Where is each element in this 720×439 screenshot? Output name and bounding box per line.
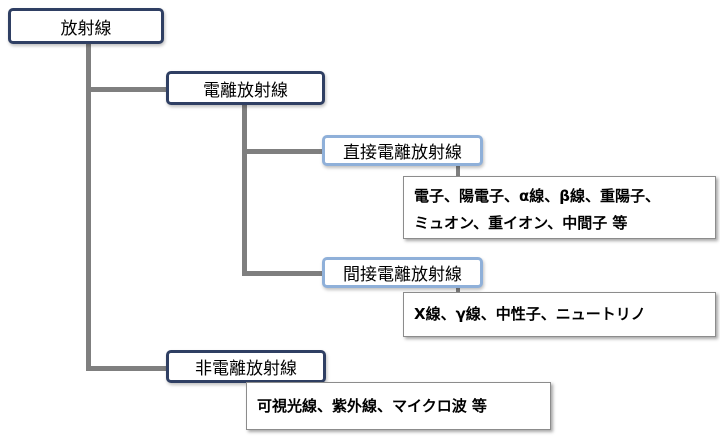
non-ionizing-examples-text: 可視光線、紫外線、マイクロ波 等 [257, 397, 487, 415]
node-non-ionizing-radiation-label: 非電離放射線 [195, 359, 297, 379]
connector-root-to-nonionizing [86, 366, 166, 371]
node-radiation: 放射線 [8, 8, 164, 44]
connector-root-trunk [86, 44, 91, 371]
connector-ionizing-trunk [242, 104, 247, 276]
connector-indirect-to-examples [456, 286, 460, 294]
node-ionizing-radiation: 電離放射線 [166, 71, 325, 105]
connector-ionizing-to-indirect [242, 271, 324, 276]
node-indirect-ionizing-radiation: 間接電離放射線 [322, 257, 483, 288]
node-ionizing-radiation-label: 電離放射線 [203, 80, 288, 101]
node-direct-ionizing-radiation-label: 直接電離放射線 [343, 143, 462, 163]
non-ionizing-examples-box: 可視光線、紫外線、マイクロ波 等 [246, 382, 551, 430]
indirect-ionizing-examples-box: X線、γ線、中性子、ニュートリノ [403, 292, 716, 337]
direct-ionizing-examples-box: 電子、陽電子、α線、β線、重陽子、 ミュオン、重イオン、中間子 等 [403, 176, 716, 239]
node-non-ionizing-radiation: 非電離放射線 [166, 350, 326, 383]
direct-ionizing-examples-line-2: ミュオン、重イオン、中間子 等 [414, 214, 628, 232]
node-radiation-label: 放射線 [60, 18, 112, 39]
node-indirect-ionizing-radiation-label: 間接電離放射線 [343, 265, 462, 285]
node-direct-ionizing-radiation: 直接電離放射線 [322, 135, 483, 166]
connector-root-to-ionizing [86, 87, 166, 92]
indirect-ionizing-examples-text: X線、γ線、中性子、ニュートリノ [414, 305, 646, 323]
connector-ionizing-to-direct [242, 149, 324, 154]
connector-direct-to-examples [456, 164, 460, 178]
direct-ionizing-examples-line-1: 電子、陽電子、α線、β線、重陽子、 [414, 187, 661, 205]
